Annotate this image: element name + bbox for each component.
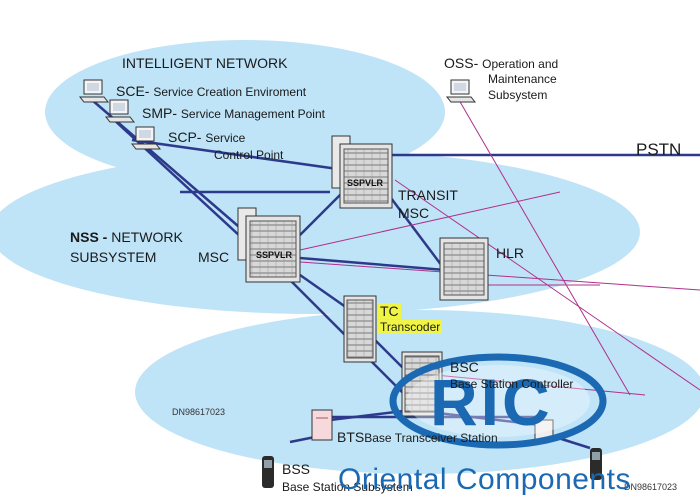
bts-left-icon — [311, 409, 333, 441]
oss-name-1: Operation and — [482, 57, 559, 71]
nss-code: NSS - — [70, 229, 108, 245]
transit-msc-cabinet-icon — [331, 135, 393, 209]
smp-code: SMP- — [142, 105, 177, 121]
mobile-phone-left-icon — [262, 456, 274, 488]
smp-label: SMP- Service Management Point — [142, 106, 325, 122]
terminal-sce-icon — [78, 79, 110, 103]
terminal-oss-icon — [445, 79, 477, 103]
terminal-scp-icon — [130, 126, 162, 150]
transit-label-1: TRANSIT — [398, 187, 458, 203]
document-id-right: DN98617023 — [624, 482, 678, 492]
bsc-name: Base Station Controller — [450, 377, 574, 391]
nss-name-2: SUBSYSTEM — [70, 249, 157, 265]
tc-code: TC — [378, 303, 401, 319]
pstn-label: PSTN — [636, 140, 682, 159]
nss-label: NSS - NETWORK — [70, 230, 183, 245]
sspvlr-label-transit: SSPVLR — [347, 178, 384, 188]
trunk-lines — [91, 99, 700, 450]
scp-name-1: Service — [205, 131, 246, 145]
msc-label: MSC — [198, 249, 230, 265]
oss-name-3: Subsystem — [488, 88, 548, 102]
mobile-phone-right-icon — [590, 448, 602, 480]
bss-code: BSS — [282, 461, 311, 477]
signal-lines — [299, 99, 700, 396]
tc-name: Transcoder — [378, 320, 443, 335]
hlr-label: HLR — [496, 245, 525, 261]
bts-code: BTS — [337, 429, 365, 445]
bss-name: Base Station Subsystem — [282, 480, 413, 494]
msc-cabinet-icon — [237, 207, 301, 283]
brand-logo-icon: RIC — [389, 353, 607, 449]
terminal-smp-icon — [104, 99, 136, 123]
hlr-cabinet-icon — [439, 237, 489, 301]
sce-code: SCE- — [116, 83, 150, 99]
scp-label: SCP- Service — [168, 130, 245, 146]
oss-name-2: Maintenance — [488, 72, 557, 86]
bts-label: BTSBase Transceiver Station — [337, 430, 498, 446]
transcoder-cabinet-icon — [343, 295, 377, 363]
bsc-code: BSC — [450, 359, 479, 375]
scp-code: SCP- — [168, 129, 202, 145]
tc-name-text: Transcoder — [378, 320, 443, 334]
nss-name-1: NETWORK — [111, 229, 183, 245]
transit-label-2: MSC — [398, 205, 430, 221]
document-id-left: DN98617023 — [172, 407, 226, 417]
brand-company-name: Oriental Components — [338, 463, 631, 496]
scp-name-2: Control Point — [214, 148, 284, 162]
intelligent-network-title: INTELLIGENT NETWORK — [122, 55, 288, 71]
oss-code: OSS- — [444, 55, 479, 71]
smp-name: Service Management Point — [180, 107, 325, 121]
oss-label: OSS- Operation and — [444, 56, 558, 72]
sce-label: SCE- Service Creation Enviroment — [116, 84, 306, 100]
brand-logo-text: RIC — [430, 365, 553, 439]
tc-code-text: TC — [378, 303, 401, 319]
bts-name: Base Transceiver Station — [364, 431, 498, 445]
sce-name: Service Creation Enviroment — [153, 85, 307, 99]
sspvlr-label-msc: SSPVLR — [256, 250, 293, 260]
